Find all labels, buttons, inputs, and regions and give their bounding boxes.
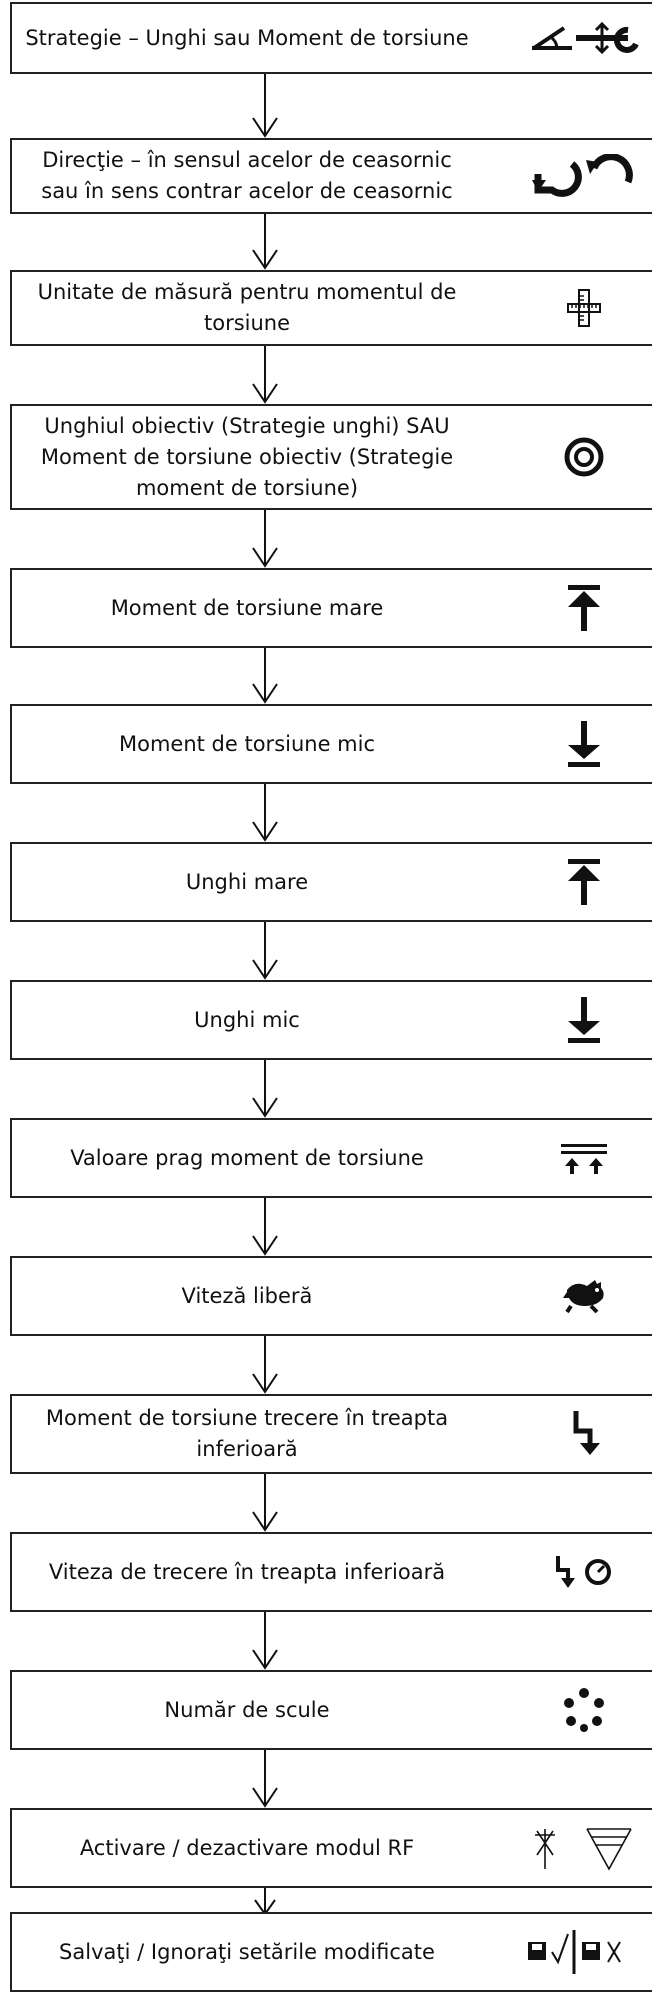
threshold-icon xyxy=(524,1130,644,1186)
rabbit-icon xyxy=(524,1268,644,1324)
unit-ruler-icon xyxy=(524,280,644,336)
flow-arrow xyxy=(252,1750,278,1808)
step-label: Unitate de măsură pentru momentul de tor… xyxy=(37,280,457,335)
flow-arrow xyxy=(252,214,278,270)
step-tool-count: Număr de scule xyxy=(10,1670,652,1750)
flow-arrow xyxy=(252,346,278,404)
step-label: Strategie – Unghi sau Moment de torsiune xyxy=(25,25,469,50)
target-icon xyxy=(524,429,644,485)
step-target: Unghiul obiectiv (Strategie unghi) SAU M… xyxy=(10,404,652,510)
flow-arrow xyxy=(252,74,278,138)
flow-arrow xyxy=(252,1612,278,1670)
step-high-angle: Unghi mare xyxy=(10,842,652,922)
step-save-discard: Salvaţi / Ignoraţi setările modificate xyxy=(10,1912,652,1992)
low-limit-icon xyxy=(524,992,644,1048)
downshift-speed-icon xyxy=(524,1544,644,1600)
flow-arrow xyxy=(252,648,278,704)
angle-torque-strategy-icon xyxy=(524,10,644,66)
flow-arrow xyxy=(252,1474,278,1532)
step-label: Unghiul obiectiv (Strategie unghi) SAU M… xyxy=(40,413,454,500)
step-low-angle: Unghi mic xyxy=(10,980,652,1060)
step-label: Număr de scule xyxy=(164,1697,330,1722)
step-threshold: Valoare prag moment de torsiune xyxy=(10,1118,652,1198)
flow-arrow xyxy=(252,1060,278,1118)
step-label: Unghi mic xyxy=(194,1007,300,1032)
flow-arrow xyxy=(252,922,278,980)
step-strategy: Strategie – Unghi sau Moment de torsiune xyxy=(10,2,652,74)
step-low-torque: Moment de torsiune mic xyxy=(10,704,652,784)
flow-arrow xyxy=(252,510,278,568)
high-limit-icon xyxy=(524,854,644,910)
rf-module-icon xyxy=(524,1820,644,1876)
step-downshift-speed: Viteza de trecere în treapta inferioară xyxy=(10,1532,652,1612)
step-torque-unit: Unitate de măsură pentru momentul de tor… xyxy=(10,270,652,346)
step-label: Activare / dezactivare modul RF xyxy=(79,1835,415,1860)
flow-arrow xyxy=(252,784,278,842)
step-label: Viteză liberă xyxy=(181,1283,313,1308)
step-label: Salvaţi / Ignoraţi setările modificate xyxy=(59,1939,435,1964)
tool-count-dots-icon xyxy=(524,1682,644,1738)
step-rf-module: Activare / dezactivare modul RF xyxy=(10,1808,652,1888)
step-free-speed: Viteză liberă xyxy=(10,1256,652,1336)
step-label: Unghi mare xyxy=(185,869,309,894)
step-label: Moment de torsiune mic xyxy=(118,731,376,756)
low-limit-icon xyxy=(524,716,644,772)
downshift-icon xyxy=(524,1406,644,1462)
step-direction: Direcţie – în sensul acelor de ceasornic… xyxy=(10,138,652,214)
step-label: Moment de torsiune trecere în treapta in… xyxy=(45,1406,449,1461)
flow-arrow xyxy=(252,1198,278,1256)
step-label: Valoare prag moment de torsiune xyxy=(70,1145,424,1170)
rotation-direction-icon xyxy=(524,148,644,204)
flow-arrow xyxy=(252,1336,278,1394)
step-label: Direcţie – în sensul acelor de ceasornic… xyxy=(41,148,453,203)
save-discard-icon xyxy=(524,1924,644,1980)
step-high-torque: Moment de torsiune mare xyxy=(10,568,652,648)
step-label: Viteza de trecere în treapta inferioară xyxy=(48,1559,446,1584)
step-downshift-torque: Moment de torsiune trecere în treapta in… xyxy=(10,1394,652,1474)
step-label: Moment de torsiune mare xyxy=(110,595,384,620)
high-limit-icon xyxy=(524,580,644,636)
